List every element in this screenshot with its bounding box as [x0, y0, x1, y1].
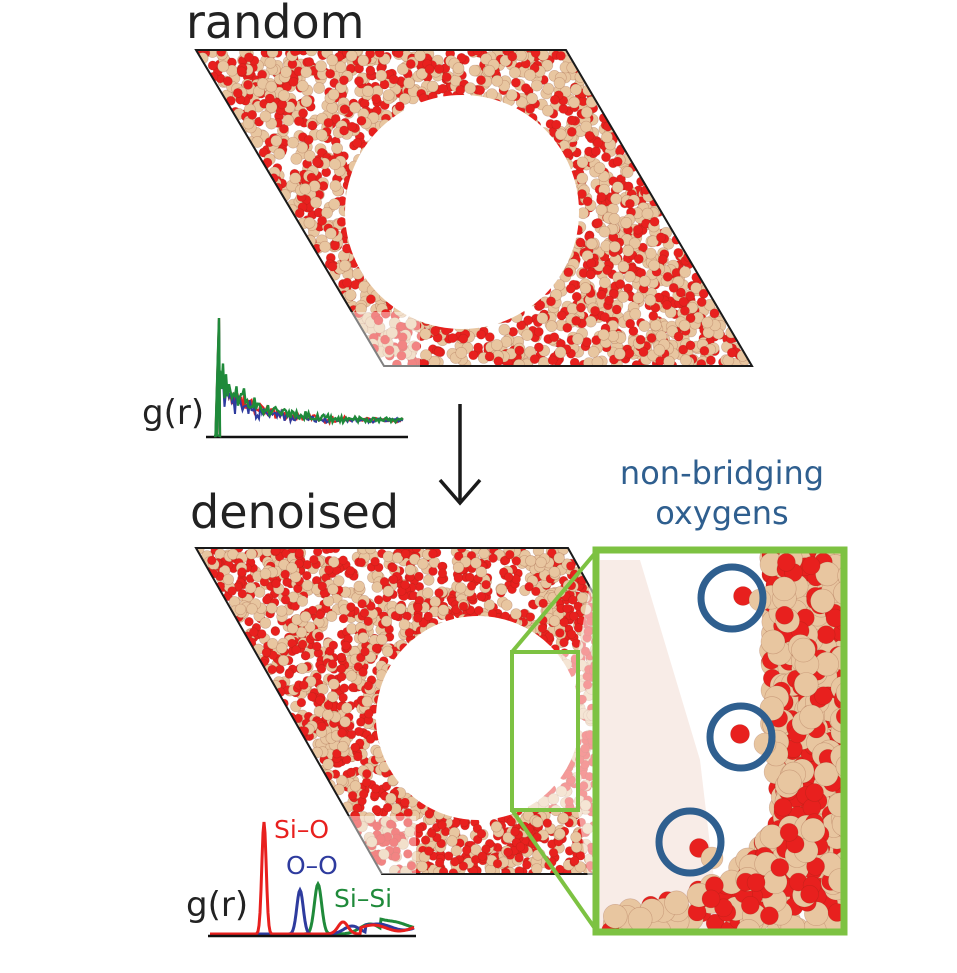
- nbo-circle-1: [697, 563, 767, 633]
- zoom-frame: [592, 546, 848, 936]
- random-structure-slab: [194, 49, 754, 368]
- down-arrow-icon: [438, 404, 482, 506]
- callout-line2: oxygens: [655, 494, 788, 532]
- zoom-source-box: [510, 650, 580, 812]
- title-random: random: [186, 0, 364, 49]
- si-o-curve: [210, 821, 415, 936]
- label-si-si: Si–Si: [334, 884, 392, 913]
- callout-line1: non-bridging: [620, 454, 824, 492]
- random-gr-plot: g(r): [142, 317, 408, 439]
- denoised-gr-label: g(r): [186, 885, 248, 925]
- nbo-circle-2: [706, 702, 776, 772]
- label-o-o: O–O: [286, 851, 338, 880]
- nbo-circle-3: [655, 807, 725, 877]
- random-gr-label: g(r): [142, 393, 204, 433]
- zoom-panel: [592, 546, 848, 936]
- zoom-projection: [510, 550, 598, 932]
- label-si-o: Si–O: [274, 815, 329, 844]
- title-denoised: denoised: [190, 485, 399, 539]
- denoised-gr-plot: g(r) Si–O O–O Si–Si: [186, 815, 416, 938]
- random-gr-curve-green: [214, 317, 404, 438]
